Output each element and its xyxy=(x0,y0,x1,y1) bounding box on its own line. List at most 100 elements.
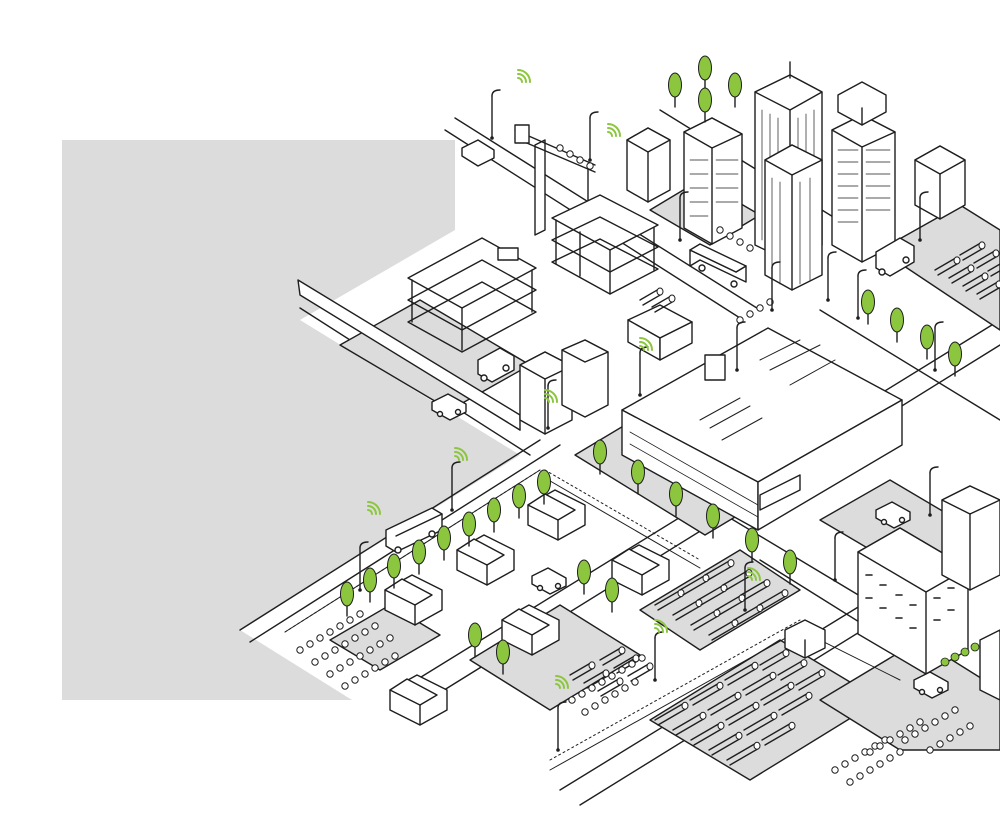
street-lamp-icon xyxy=(653,631,664,682)
bollard xyxy=(856,772,864,780)
bollard xyxy=(311,658,319,666)
tree-icon xyxy=(745,527,759,563)
bollard xyxy=(631,678,639,686)
pipe xyxy=(708,619,739,641)
pipe xyxy=(759,649,790,671)
skyscraper-mid xyxy=(764,144,823,291)
pipe xyxy=(569,661,596,681)
barrier-wall xyxy=(297,279,521,431)
wifi-signals xyxy=(367,69,761,689)
bollard xyxy=(356,610,364,618)
car-icon xyxy=(461,139,495,167)
car-icon xyxy=(531,567,567,595)
bollard xyxy=(566,150,574,158)
shrub xyxy=(970,642,980,652)
wifi-signal-icon xyxy=(607,123,621,137)
bollard xyxy=(896,748,904,756)
bollard xyxy=(356,652,364,660)
bollard xyxy=(611,690,619,698)
bollard xyxy=(866,766,874,774)
wifi-signal-icon xyxy=(454,447,468,461)
bollard xyxy=(886,754,894,762)
pipe xyxy=(704,559,735,581)
bollard xyxy=(326,628,334,636)
street-lamp-icon xyxy=(546,379,557,430)
street-lamp-icon xyxy=(588,111,599,162)
car-icon xyxy=(913,671,949,699)
pipe xyxy=(690,721,725,746)
tree-icon xyxy=(920,324,934,360)
pipe xyxy=(760,681,795,706)
bollard xyxy=(851,754,859,762)
street-lamp-icon xyxy=(918,191,929,242)
street-lamp-icon xyxy=(833,531,844,582)
residential-block-far-right xyxy=(941,485,1000,591)
pipe xyxy=(651,294,676,313)
mall-entrance-canopy xyxy=(759,474,801,511)
bollard xyxy=(346,616,354,624)
pipe xyxy=(976,280,1000,300)
pipe xyxy=(948,264,975,284)
pipe xyxy=(672,599,703,621)
tree-icon xyxy=(363,567,377,603)
street-lamp-icon xyxy=(358,541,369,592)
street-lamp-icon xyxy=(678,191,689,242)
trees xyxy=(340,55,980,675)
shrub xyxy=(950,652,960,662)
pipe xyxy=(672,711,707,736)
bollard xyxy=(846,778,854,786)
bollard xyxy=(381,658,389,666)
bollard-rows xyxy=(296,144,974,786)
bollard xyxy=(638,654,646,662)
tree-icon xyxy=(668,72,682,108)
apartment-block-top xyxy=(626,127,671,203)
shrub xyxy=(960,647,970,657)
pipe xyxy=(987,263,1000,277)
pipe xyxy=(778,691,813,716)
tree-icon xyxy=(783,549,797,585)
bollard xyxy=(306,640,314,648)
bollard xyxy=(916,718,924,726)
bollard xyxy=(601,696,609,704)
pipe xyxy=(934,256,961,276)
bollard xyxy=(921,724,929,732)
bollard xyxy=(911,730,919,738)
tree-icon xyxy=(706,503,720,539)
bollard xyxy=(598,678,606,686)
pipe xyxy=(973,249,1000,269)
apartment-building xyxy=(519,339,609,435)
wifi-signal-icon xyxy=(747,567,761,581)
pipe xyxy=(742,671,777,696)
bollard xyxy=(876,760,884,768)
bollard xyxy=(341,682,349,690)
bollard xyxy=(366,646,374,654)
bollard xyxy=(568,696,576,704)
bollard xyxy=(556,144,564,152)
tree-icon xyxy=(728,72,742,108)
bollard xyxy=(336,622,344,630)
tree-icon xyxy=(387,553,401,589)
pipe xyxy=(795,669,826,691)
bollard xyxy=(936,740,944,748)
bollard xyxy=(351,634,359,642)
residential-block-edge xyxy=(979,629,1000,701)
house xyxy=(611,544,670,596)
bollard xyxy=(588,684,596,692)
car-icon xyxy=(875,501,911,529)
bollard xyxy=(621,684,629,692)
tree-icon xyxy=(698,87,712,123)
bollard xyxy=(618,666,626,674)
tree-icon xyxy=(437,525,451,561)
pipe xyxy=(679,574,710,596)
pipe xyxy=(654,589,685,611)
bollard xyxy=(876,742,884,750)
bollard xyxy=(896,730,904,738)
truck-icon xyxy=(875,237,915,277)
bollard xyxy=(608,672,616,680)
street-lamps xyxy=(358,89,944,752)
tree-icon xyxy=(698,55,712,91)
bollard xyxy=(361,670,369,678)
bollard xyxy=(376,640,384,648)
bollard xyxy=(926,746,934,754)
pipe xyxy=(959,241,986,261)
